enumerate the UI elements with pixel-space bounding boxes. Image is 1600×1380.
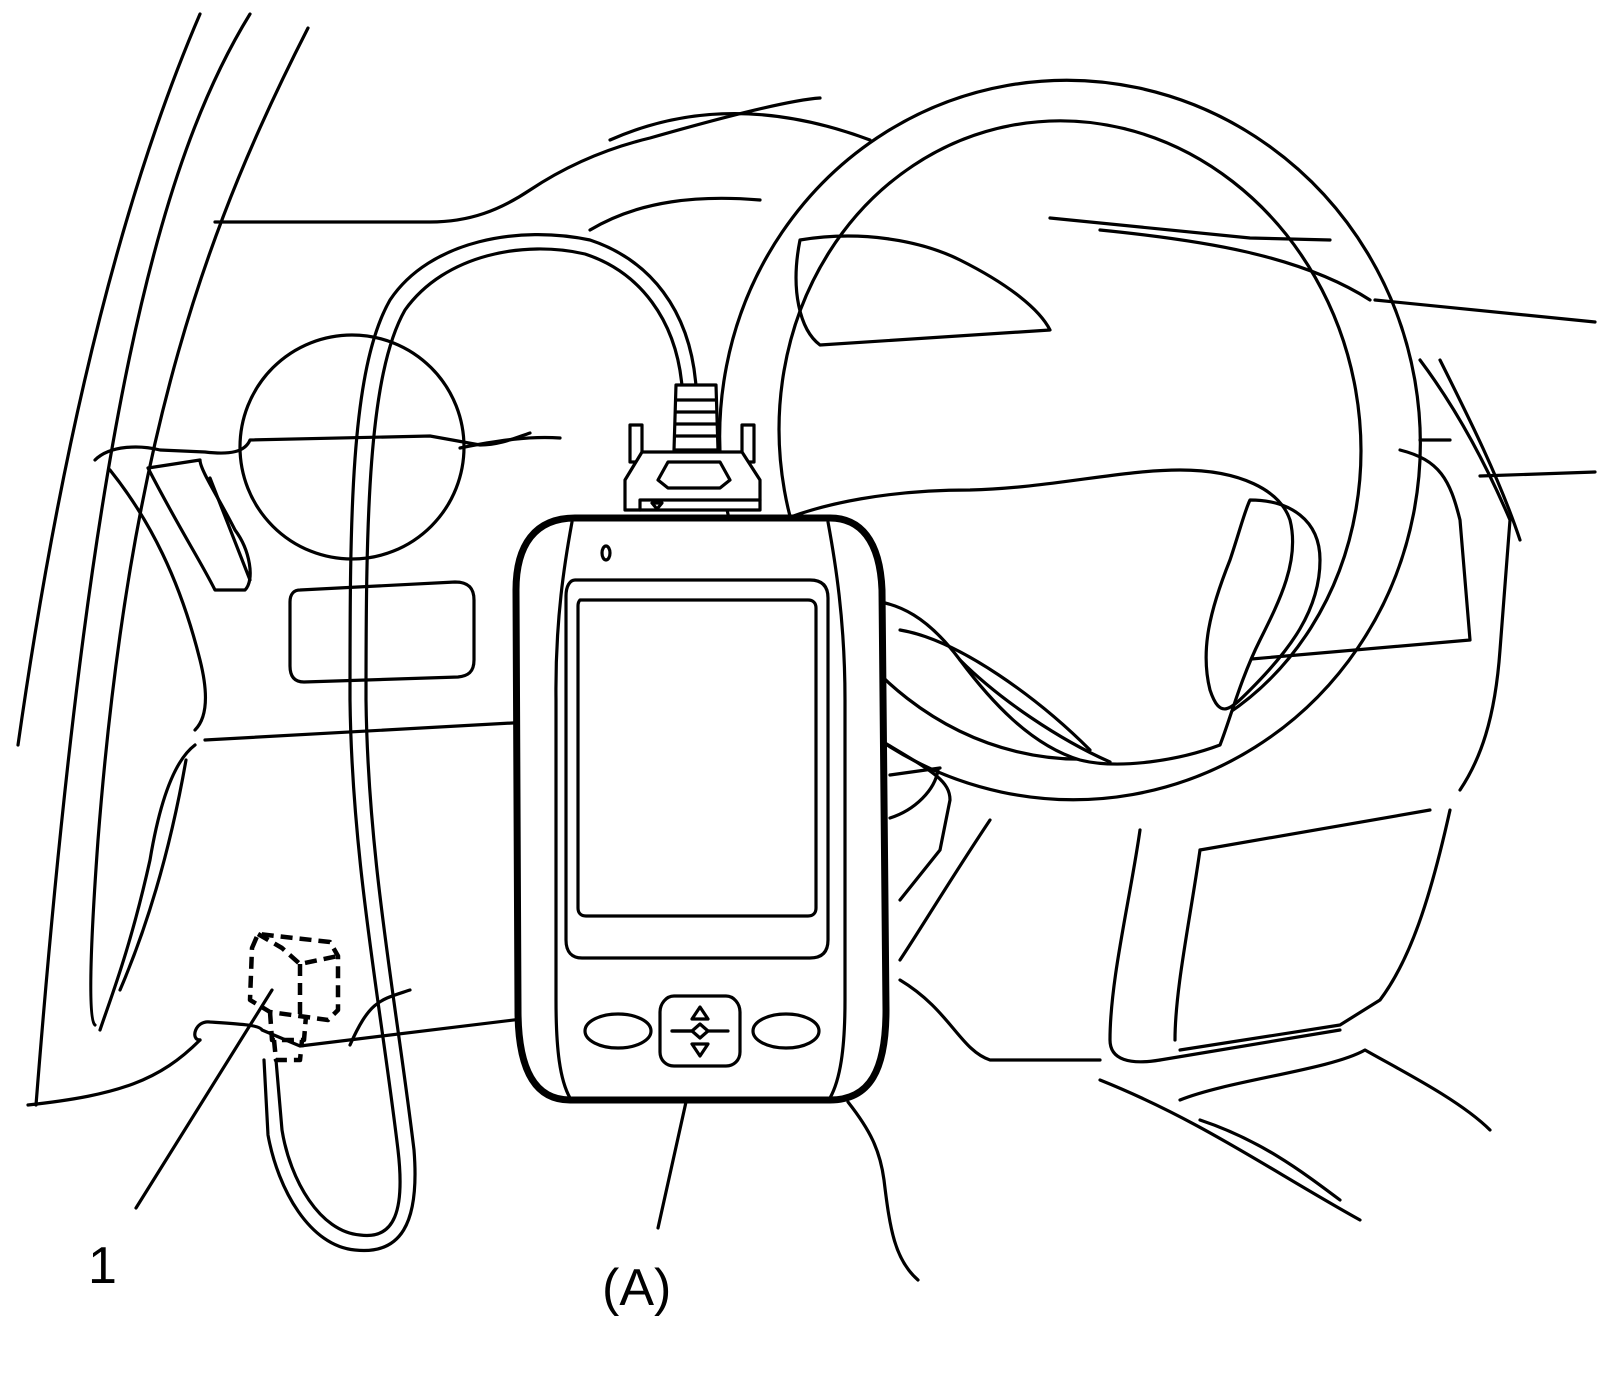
steering-wheel	[718, 78, 1422, 802]
steering-column	[878, 358, 1522, 1222]
scan-tool	[512, 514, 890, 1104]
triangle-down-icon	[690, 1042, 710, 1058]
scroll-pad	[658, 994, 742, 1068]
left-soft-key	[583, 1012, 653, 1050]
leader-lines	[134, 988, 688, 1230]
callout-1-label: 1	[88, 1237, 117, 1295]
scan-tool-cable	[262, 233, 698, 1253]
db-connector	[623, 383, 762, 512]
tool-lower-cable	[846, 1100, 920, 1282]
callout-a-label: (A)	[602, 1259, 672, 1317]
right-soft-key	[751, 1012, 821, 1050]
a-pillar-lines	[16, 12, 310, 1107]
dlc-connector	[247, 931, 341, 1063]
instrument-cluster	[238, 333, 562, 561]
leader-line-a	[656, 1100, 688, 1230]
scan-tool-screen	[576, 598, 818, 918]
leader-line-1	[134, 988, 274, 1210]
triangle-up-icon	[690, 1005, 710, 1021]
dashboard-panels	[93, 96, 1597, 1048]
